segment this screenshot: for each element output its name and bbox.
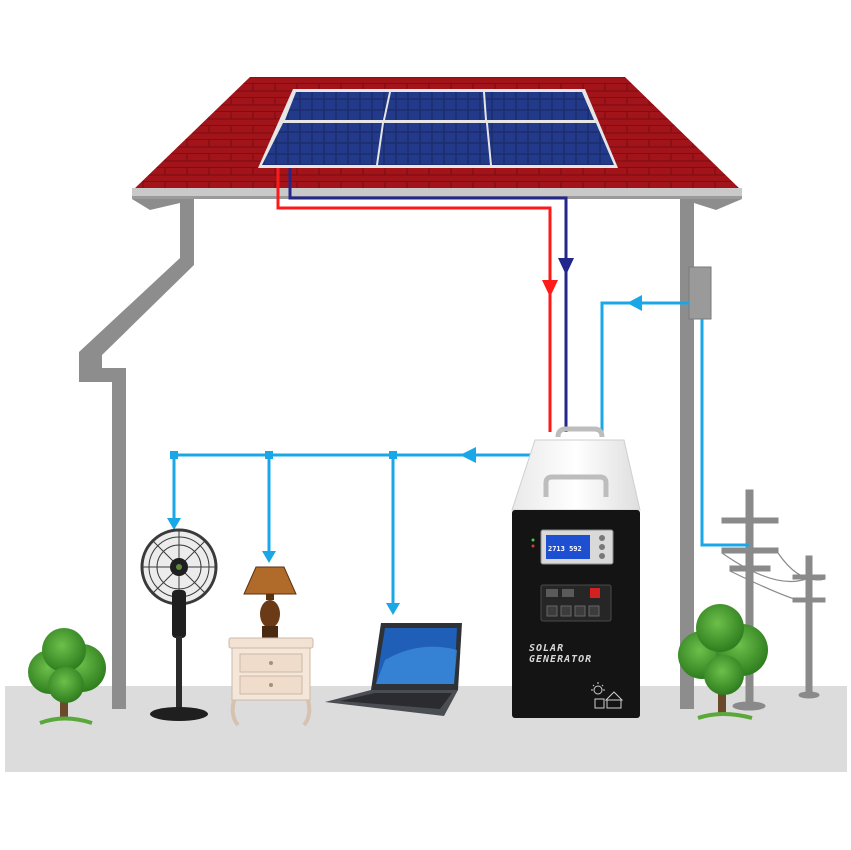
tree-icon	[28, 628, 106, 725]
arrow-ac	[460, 447, 476, 463]
ac-output-line	[172, 453, 535, 605]
house-solar-icon	[591, 682, 624, 709]
brand-line2: GENERATOR	[529, 654, 592, 665]
house-walls	[79, 199, 742, 709]
utility-pole-icon	[721, 489, 826, 711]
arrow-grid	[627, 295, 642, 311]
nightstand	[228, 637, 314, 727]
solar-panel-icon	[258, 89, 618, 168]
lcd-readout: 2713 592	[548, 545, 582, 553]
meter-box	[688, 266, 712, 320]
arrow-negative	[558, 258, 574, 275]
dc-cables	[276, 168, 568, 432]
laptop-icon	[325, 623, 462, 716]
fan-icon	[140, 528, 218, 721]
lamp-icon	[243, 566, 297, 638]
brand-line1: SOLAR	[529, 643, 564, 654]
grid-input-line	[600, 301, 749, 547]
arrow-positive	[542, 280, 558, 297]
tree-icon-right	[678, 604, 768, 720]
solar-generator: 2713 592 SOLAR GENERATOR	[511, 426, 641, 718]
